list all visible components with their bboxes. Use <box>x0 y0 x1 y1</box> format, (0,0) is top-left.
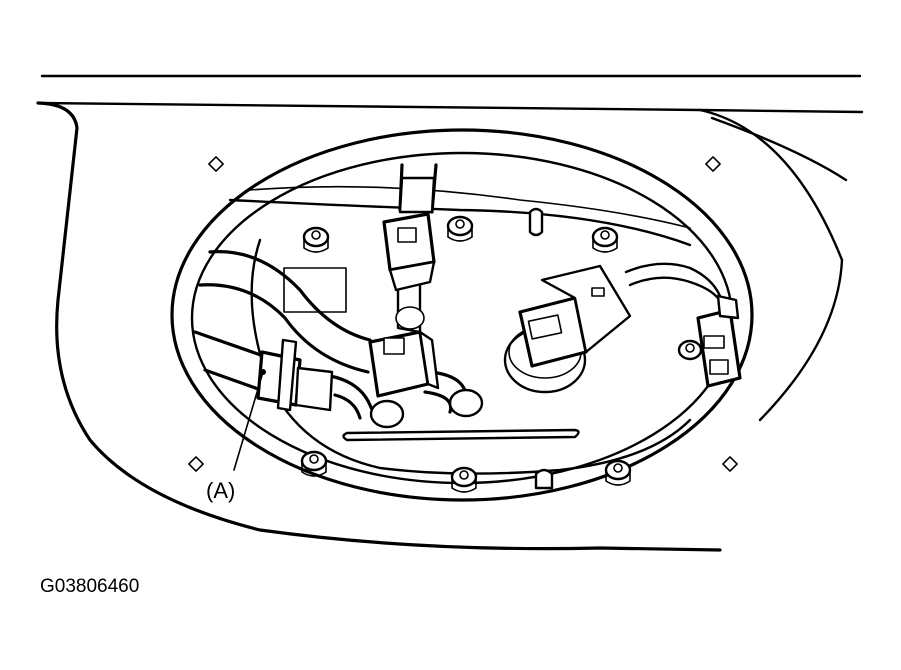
bolt <box>677 339 703 361</box>
bolt <box>591 226 619 253</box>
stud <box>528 207 544 237</box>
bolt <box>300 450 328 477</box>
pump-plate <box>228 185 692 475</box>
floor-panel-outline <box>36 101 848 552</box>
plate-bolts <box>300 207 703 493</box>
bolt <box>450 466 478 493</box>
cover-mount-marks <box>188 156 738 472</box>
stud <box>534 468 554 490</box>
bolt <box>604 459 632 486</box>
panel-top-edges <box>36 74 864 114</box>
access-hole <box>170 128 754 502</box>
bolt <box>446 215 474 242</box>
hose-clamp <box>256 338 334 412</box>
pipe-stubs <box>369 306 484 429</box>
bolt <box>302 226 330 253</box>
wiring-harness <box>624 262 742 388</box>
upper-quick-connector <box>382 212 436 292</box>
lower-quick-connector <box>368 330 440 398</box>
quick-connectors <box>256 212 440 412</box>
pump-electrical-connector <box>518 264 632 368</box>
callout-label-a: (A) <box>206 478 235 503</box>
figure-id: G03806460 <box>40 576 139 597</box>
callout-leader <box>233 369 266 471</box>
